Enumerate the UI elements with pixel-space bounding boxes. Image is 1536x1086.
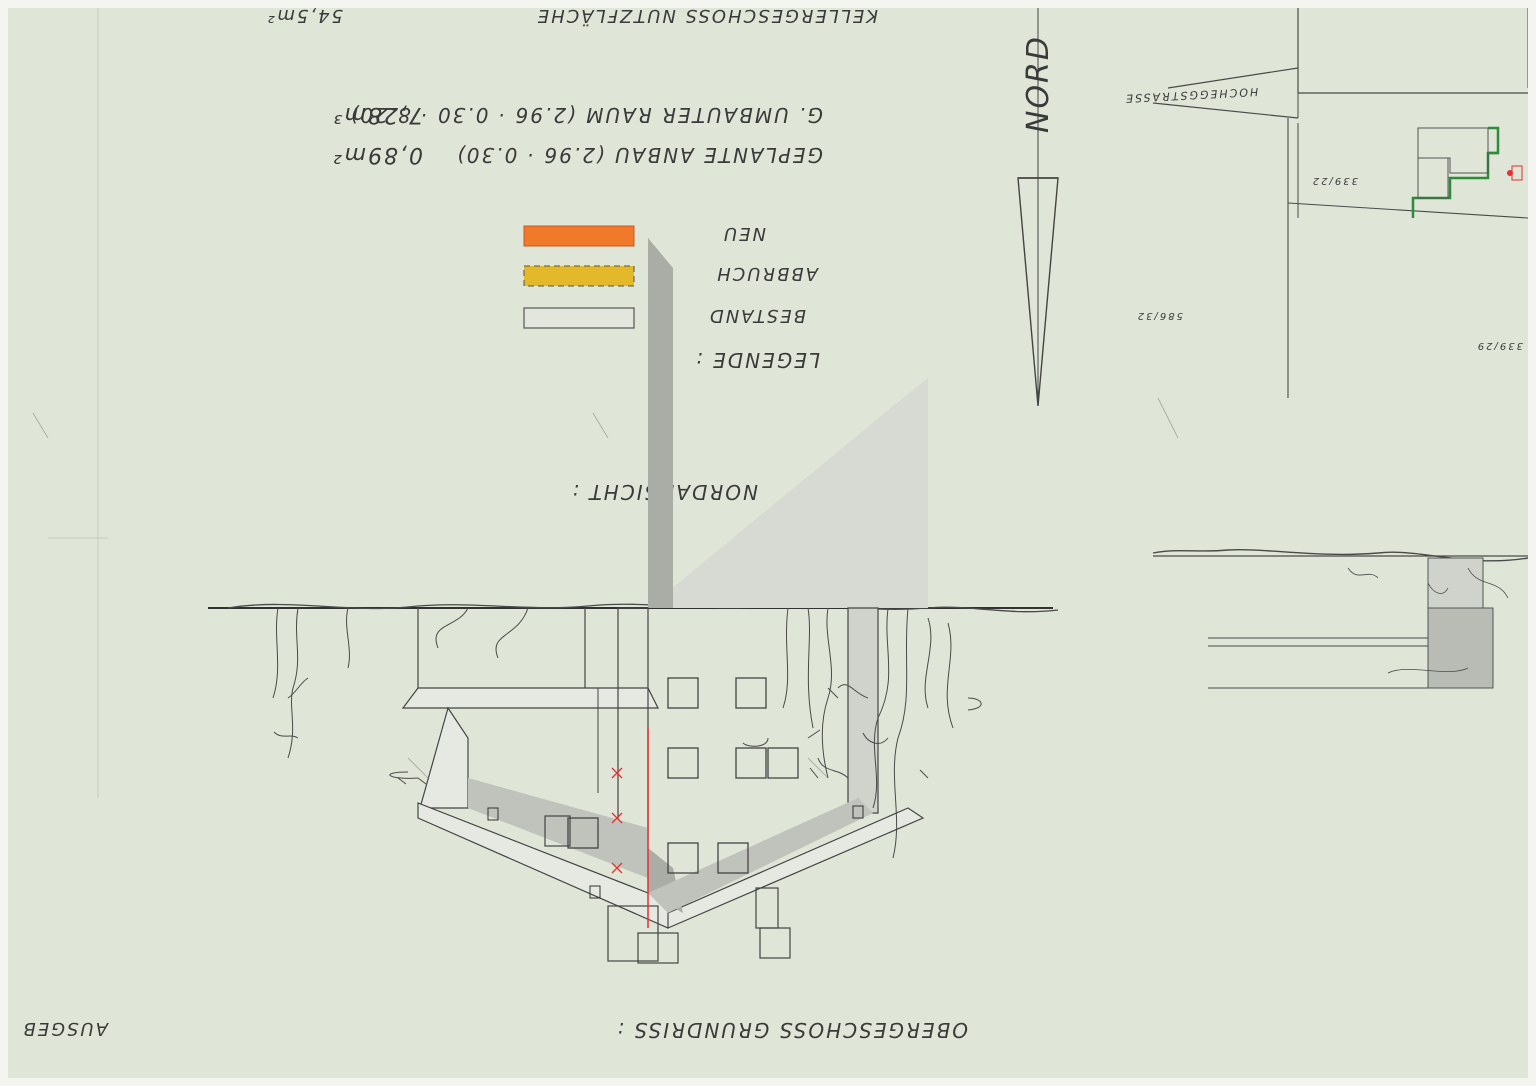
- building-footprint: [1417, 127, 1489, 174]
- north-arrow: NORD: [1017, 8, 1059, 407]
- calc-annex-label: GEPLANTE ANBAU (2.96 · 0.30): [455, 143, 823, 167]
- header-value-partial: 54,5m²: [266, 8, 343, 26]
- legend: LEGENDE : BESTAND ABBRUCH NEU: [523, 223, 820, 372]
- paper-smudges: [32, 397, 1179, 779]
- north-label: NORD: [1021, 35, 1056, 133]
- margin-text: AUSGEB: [21, 1018, 109, 1039]
- calc-annex-value: 0,89m²: [332, 142, 423, 167]
- parcel-label-2: 586/32: [1136, 310, 1183, 321]
- existing-wall-shading: [648, 238, 673, 608]
- floor-plan: OBERGESCHOSS GRUNDRISS :: [208, 238, 1059, 1042]
- street-label: HOCHEGGSTRASSE: [1124, 85, 1259, 105]
- parcel-label-3: 339/29: [1476, 340, 1523, 351]
- legend-swatch-bestand: [523, 307, 635, 329]
- calc-volume-value: 7,28m³: [332, 102, 423, 127]
- balcony-slab: [401, 687, 659, 709]
- plan-drawing: HOCHEGGSTRASSE 339/22 586/32 339/29 NORD: [21, 8, 1528, 1042]
- calc-volume-label: G. UMBAUTER RAUM (2.96 · 0.30 · 8.20): [349, 103, 823, 127]
- legend-label-abbruch: ABBRUCH: [715, 263, 819, 284]
- parcel-label-1: 339/22: [1311, 175, 1358, 186]
- demolition-marks: [611, 767, 623, 874]
- drawing-sheet: HOCHEGGSTRASSE 339/22 586/32 339/29 NORD: [8, 8, 1528, 1078]
- area-calculations: GEPLANTE ANBAU (2.96 · 0.30) 0,89m² G. U…: [266, 8, 878, 167]
- vegetation-sketch: [272, 607, 982, 859]
- header-partial: KELLERGESCHOSS NUTZFLÄCHE: [536, 8, 878, 26]
- legend-label-neu: NEU: [722, 223, 766, 244]
- rotated-drawing: HOCHEGGSTRASSE 339/22 586/32 339/29 NORD: [8, 8, 1528, 1078]
- legend-swatch-neu: [523, 225, 635, 247]
- legend-title: LEGENDE :: [694, 348, 820, 372]
- north-elevation-left: [1152, 549, 1528, 689]
- site-plan: HOCHEGGSTRASSE 339/22 586/32 339/29: [1124, 8, 1528, 398]
- plan-title: OBERGESCHOSS GRUNDRISS :: [615, 1018, 968, 1042]
- legend-swatch-abbruch: [523, 265, 635, 287]
- legend-label-bestand: BESTAND: [708, 305, 806, 326]
